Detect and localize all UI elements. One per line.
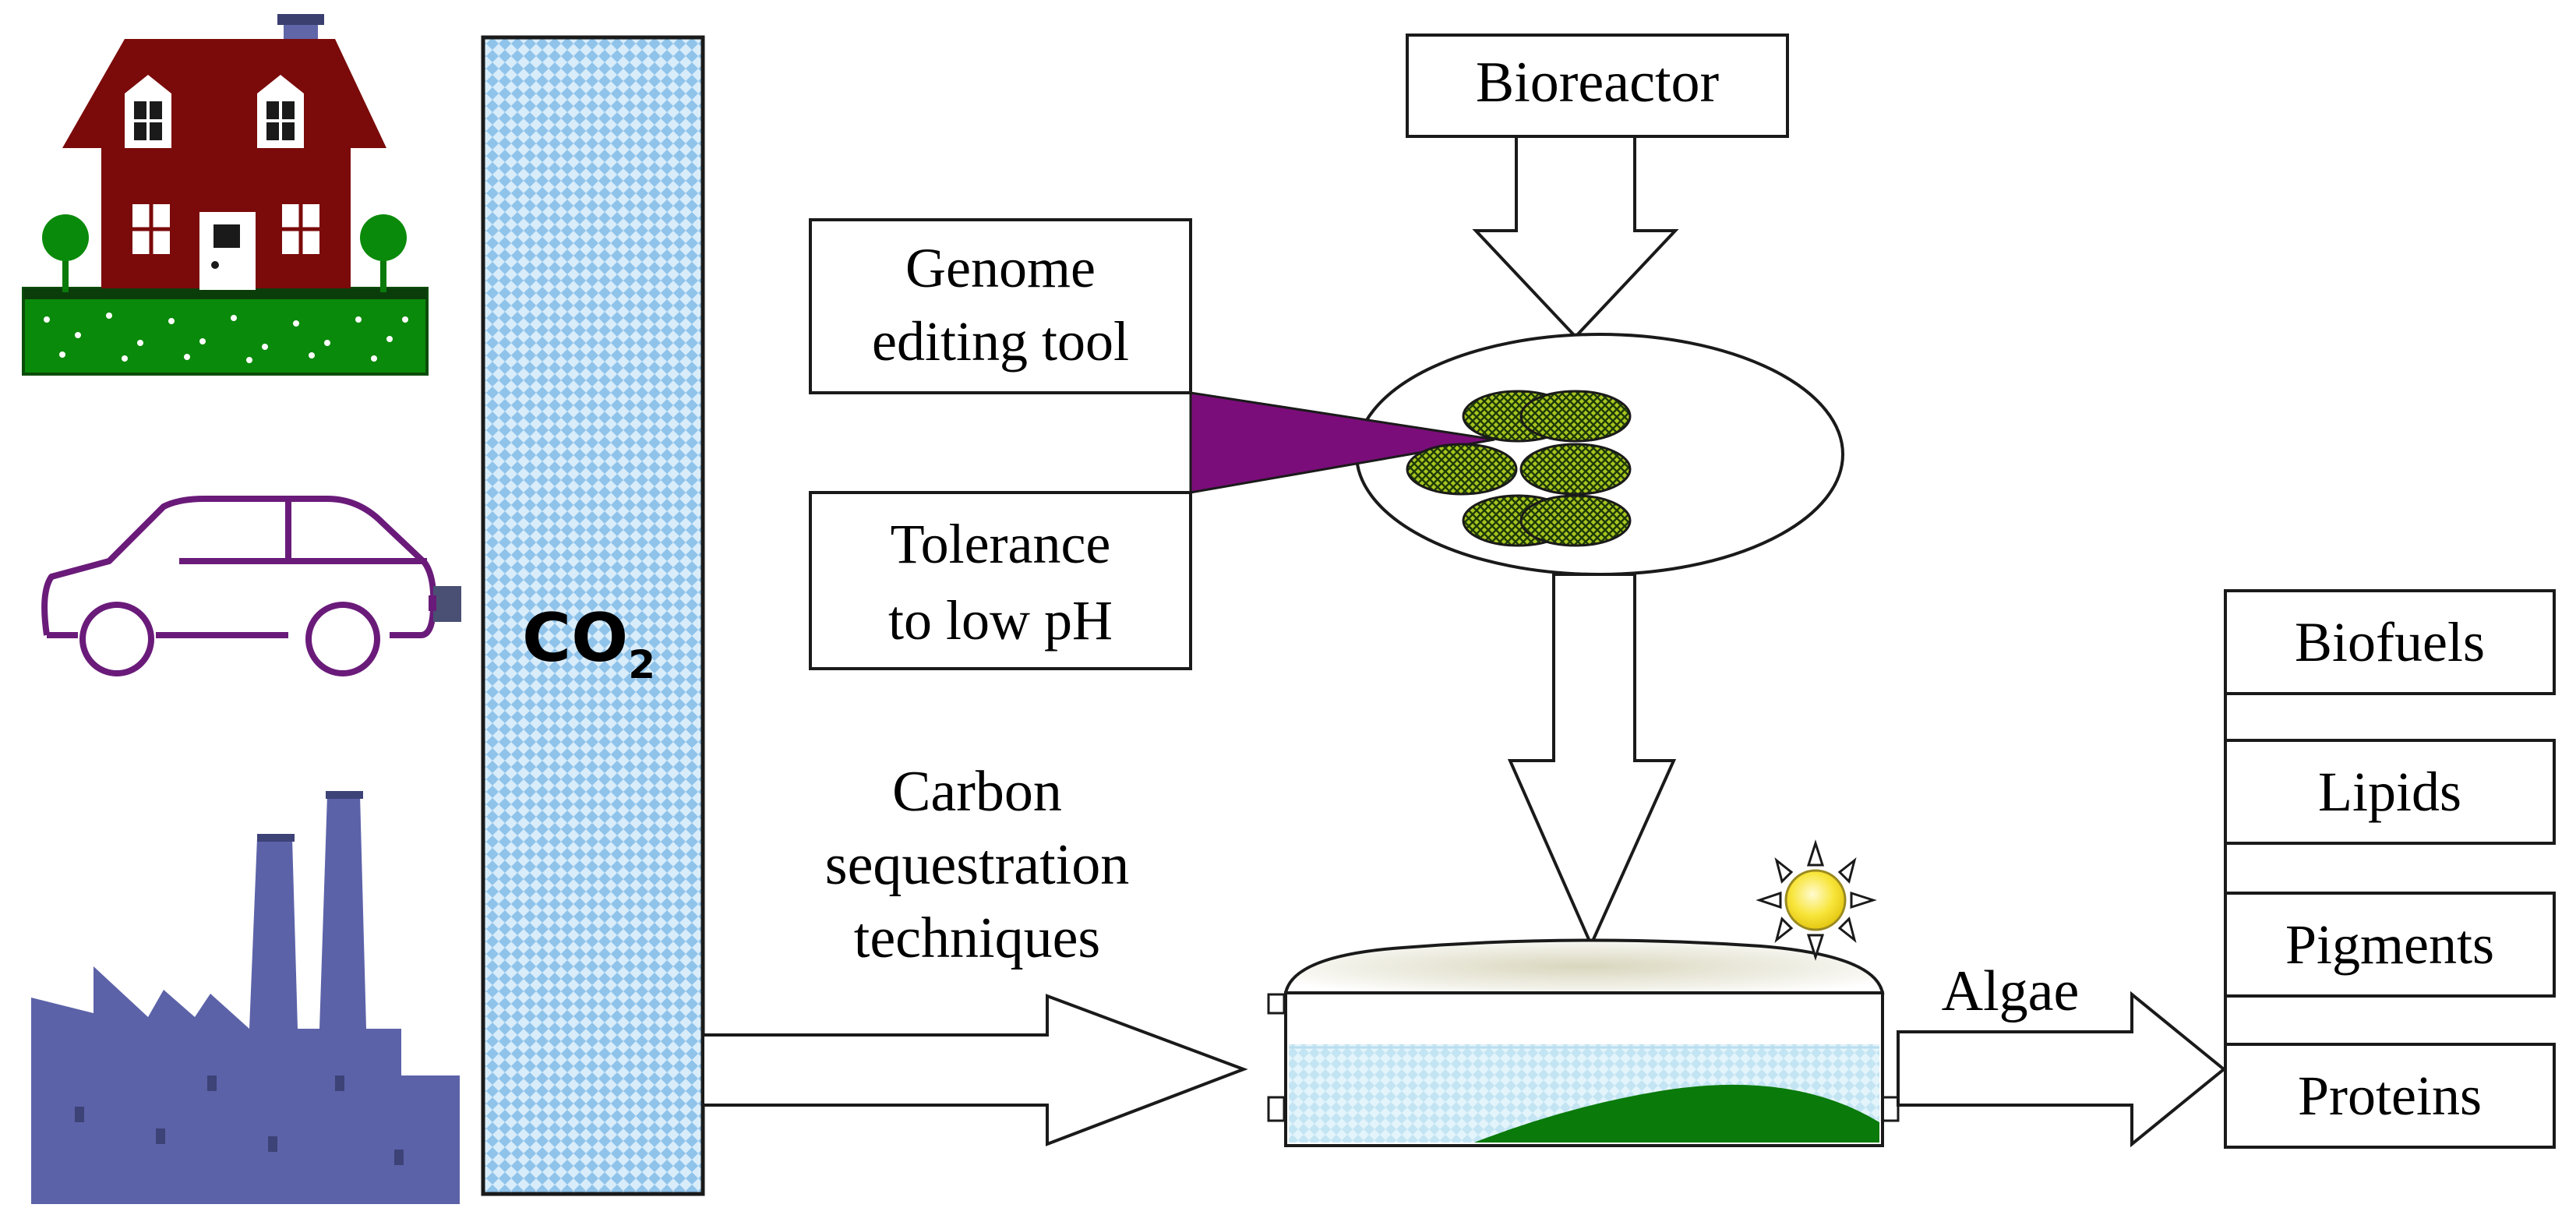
genome-editing-box: [809, 218, 1192, 394]
products-panel: Biofuels Lipids Pigments Proteins: [2224, 589, 2556, 1149]
product-pigments-box: [2224, 892, 2556, 998]
tolerance-line1: Tolerance: [891, 513, 1111, 575]
ellipse-down-arrow: [1507, 573, 1677, 948]
sequestration-arrow: [701, 994, 1248, 1146]
carbon-line3: techniques: [854, 906, 1100, 970]
editing-wedge: [1189, 391, 1495, 494]
co2-column: [481, 35, 705, 1196]
product-pigments: Pigments: [2285, 913, 2494, 976]
bioreactor-label: Bioreactor: [1476, 51, 1719, 115]
algae-arrow: [1897, 991, 2227, 1148]
algae-cells: [1406, 390, 1632, 547]
factory-icon: [31, 791, 460, 1204]
algae-label: Algae: [1942, 959, 2080, 1023]
carbon-line1: Carbon: [892, 760, 1062, 824]
algae-pond: [1267, 938, 1900, 1147]
genome-line1: Genome: [905, 237, 1096, 299]
product-lipids: Lipids: [2318, 761, 2461, 823]
grass-dots: [44, 313, 408, 363]
product-proteins-box: [2224, 1043, 2556, 1149]
tolerance-line2: to low pH: [888, 589, 1113, 652]
product-biofuels: Biofuels: [2295, 611, 2485, 673]
product-biofuels-box: [2224, 589, 2556, 695]
product-lipids-box: [2224, 739, 2556, 845]
bioreactor-down-arrow: [1472, 135, 1679, 339]
co2-label: CO2: [522, 599, 655, 687]
tolerance-box: [809, 491, 1192, 670]
car-icon: [41, 496, 461, 676]
house-icon: [22, 14, 429, 376]
sun-icon: [1756, 839, 1877, 961]
genome-line2: editing tool: [872, 310, 1129, 373]
product-proteins: Proteins: [2298, 1065, 2482, 1127]
carbon-line2: sequestration: [825, 833, 1129, 897]
